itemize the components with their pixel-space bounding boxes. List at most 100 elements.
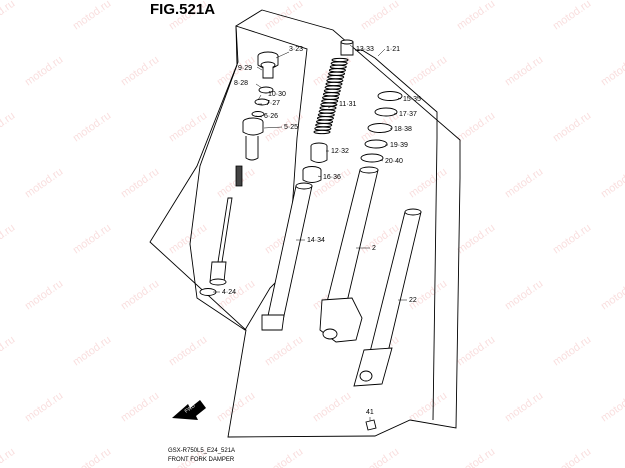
spring-coil-turn: [328, 68, 346, 73]
callout-2: 2: [372, 245, 376, 252]
tube-frame-line: [374, 57, 438, 421]
watermark-text: motod.ru: [0, 222, 17, 257]
spring-coil-turn: [313, 129, 331, 135]
watermark-text: motod.ru: [167, 110, 209, 145]
spring-retainer-top: [340, 39, 354, 56]
watermark-text: motod.ru: [503, 278, 545, 313]
fwd-arrow-icon: FWD: [172, 400, 206, 420]
watermark-text: motod.ru: [119, 390, 161, 425]
watermark-text: motod.ru: [0, 446, 17, 468]
spring-seat: [302, 166, 322, 183]
watermark-text: motod.ru: [0, 110, 17, 145]
outer-tube-assembly: [319, 166, 379, 343]
watermark-text: motod.ru: [599, 390, 625, 425]
watermark-text: motod.ru: [503, 166, 545, 201]
callout-19-39: 19·39: [390, 142, 408, 149]
spring-coil-turn: [326, 78, 344, 83]
bushing-top: [377, 91, 403, 101]
watermark-text: motod.ru: [407, 278, 449, 313]
bushing: [374, 107, 398, 117]
spring-coil-turn: [320, 102, 338, 107]
leader-lines: [213, 44, 407, 421]
watermark-text: motod.ru: [503, 54, 545, 89]
watermark-text: motod.ru: [407, 166, 449, 201]
o-ring: [258, 86, 274, 94]
callout-14-34: 14·34: [307, 237, 325, 244]
watermark-text: motod.ru: [263, 446, 305, 468]
watermark-text: motod.ru: [551, 222, 593, 257]
drain-bolt: [365, 419, 377, 431]
watermark-text: motod.ru: [71, 334, 113, 369]
watermark-text: motod.ru: [551, 334, 593, 369]
callout-41: 41: [366, 409, 374, 416]
diagram-caption: FRONT FORK DAMPER: [168, 457, 235, 463]
spring-coil-turn: [316, 116, 334, 121]
callout-labels: 3·23 13·33 1·21 9·29 8·28 10·30 7·27 6·2…: [222, 46, 421, 416]
watermark-text: motod.ru: [0, 0, 17, 32]
spring-coil-turn: [324, 85, 342, 90]
watermark-text: motod.ru: [119, 166, 161, 201]
watermark-text: motod.ru: [455, 334, 497, 369]
spring-coil-turn: [322, 95, 340, 100]
watermark-text: motod.ru: [503, 390, 545, 425]
fork-spring: [313, 57, 349, 135]
damper-subassembly-boundary: [189, 25, 308, 331]
figure-title: FIG.521A: [150, 1, 215, 18]
washer: [254, 98, 270, 106]
watermark-text: motod.ru: [167, 222, 209, 257]
watermark-text: motod.ru: [551, 110, 593, 145]
callout-1-21: 1·21: [386, 46, 400, 53]
watermark-text: motod.ru: [455, 110, 497, 145]
fork-cap-bolt: [257, 51, 279, 79]
watermark-text: motod.ru: [119, 54, 161, 89]
watermark-text: motod.ru: [455, 0, 497, 32]
callout-9-29: 9·29: [238, 65, 252, 72]
spring-coil-turn: [328, 71, 346, 76]
outer-fork-leg: [353, 208, 422, 387]
callout-17-37: 17·37: [399, 111, 417, 118]
watermark-text: motod.ru: [23, 390, 65, 425]
spring-coil-turn: [331, 57, 349, 63]
callout-3-23: 3·23: [289, 46, 303, 53]
diagram-code: GSX-R750L5_E24_521A: [168, 448, 235, 454]
watermark-text: motod.ru: [551, 446, 593, 468]
watermark-text: motod.ru: [359, 446, 401, 468]
spring-coil-turn: [321, 99, 339, 104]
callout-22: 22: [409, 297, 417, 304]
callout-16-36: 16·36: [323, 174, 341, 181]
watermark-text: motod.ru: [71, 110, 113, 145]
callout-13-33: 13·33: [356, 46, 374, 53]
seal-ring: [251, 111, 265, 117]
spring-coil-turn: [322, 92, 340, 97]
inner-tube: [261, 182, 313, 331]
assembly-boundary: [149, 9, 461, 438]
callout-7-27: 7·27: [266, 100, 280, 107]
callout-10-30: 10·30: [268, 91, 286, 98]
watermark-text: motod.ru: [407, 54, 449, 89]
fwd-label: FWD: [184, 403, 197, 415]
watermark-text: motod.ru: [23, 54, 65, 89]
dust-seal: [360, 153, 384, 163]
spring-coil-turn: [325, 81, 343, 87]
watermark-text: motod.ru: [167, 334, 209, 369]
oil-seal: [364, 139, 388, 149]
outer-frame-line: [355, 49, 376, 59]
damper-rod: [209, 197, 233, 286]
callout-11-31: 11·31: [339, 101, 356, 108]
watermark-text: motod.ru: [455, 222, 497, 257]
watermark-text: motod.ru: [23, 278, 65, 313]
callout-4-24: 4·24: [222, 289, 236, 296]
watermark-text: motod.ru: [215, 390, 257, 425]
callout-5-25: 5·25: [284, 124, 298, 131]
callout-6-26: 6·26: [264, 113, 278, 120]
callout-12-32: 12·32: [331, 148, 349, 155]
watermark-text: motod.ru: [455, 446, 497, 468]
watermark-text: motod.ru: [71, 0, 113, 32]
spring-coil-turn: [330, 61, 348, 66]
spring-coil-turn: [323, 88, 341, 93]
callout-18-38: 18·38: [394, 126, 412, 133]
damper-rod-holder: [242, 117, 264, 161]
watermark-text: motod.ru: [599, 166, 625, 201]
callout-20-40: 20·40: [385, 158, 403, 165]
